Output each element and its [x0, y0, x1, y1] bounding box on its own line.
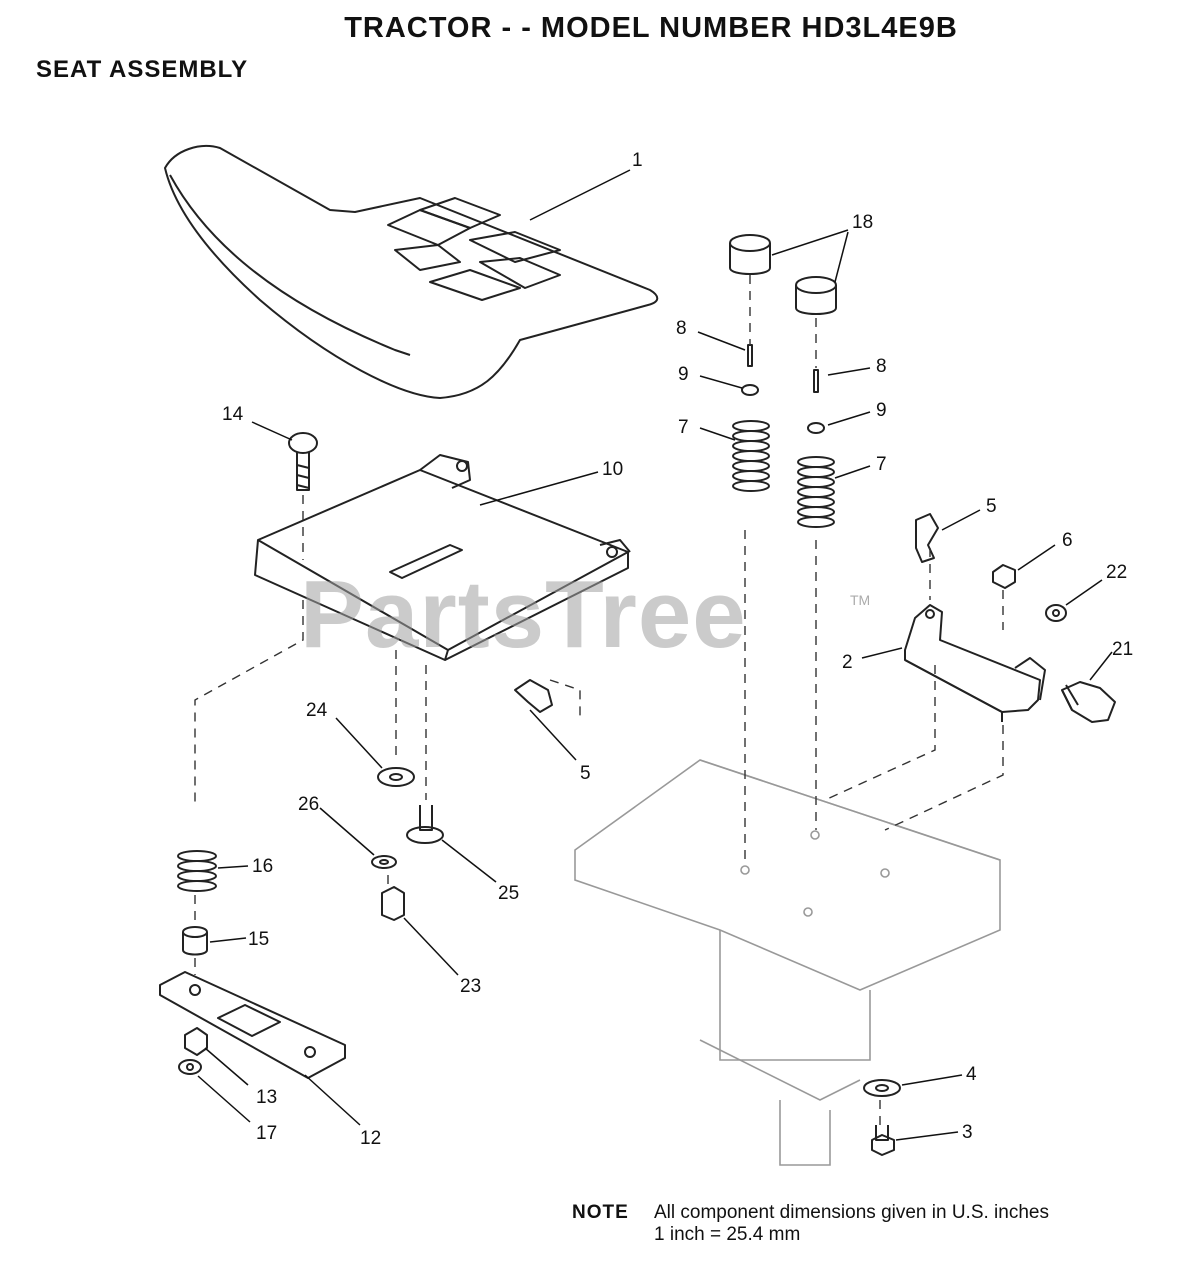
- seat-part: [164, 145, 659, 399]
- dimension-note: NOTE All component dimensions given in U.…: [572, 1202, 1049, 1246]
- seat-pan-part: [254, 454, 631, 661]
- page-title: TRACTOR - - MODEL NUMBER HD3L4E9B: [344, 12, 958, 44]
- callout-26: 26: [298, 794, 319, 815]
- callout-8: 8: [876, 356, 887, 377]
- callout-4: 4: [966, 1064, 977, 1085]
- bracket-2-part: [904, 604, 1046, 722]
- callout-7: 7: [678, 417, 689, 438]
- callout-17: 17: [256, 1123, 277, 1144]
- spacer-18-part: [729, 234, 837, 315]
- callout-7: 7: [876, 454, 887, 475]
- callout-12: 12: [360, 1128, 381, 1149]
- callout-23: 23: [460, 976, 481, 997]
- plate-12-part: [159, 971, 346, 1079]
- spring-16-part: [177, 850, 217, 892]
- callout-25: 25: [498, 883, 519, 904]
- callout-9: 9: [876, 400, 887, 421]
- callout-1: 1: [632, 150, 643, 171]
- bolt-14-part: [288, 432, 318, 491]
- callout-22: 22: [1106, 562, 1127, 583]
- callout-3: 3: [962, 1122, 973, 1143]
- spring-7-left-part: [732, 420, 770, 492]
- callout-10: 10: [602, 459, 623, 480]
- watermark: PartsTree: [300, 561, 747, 668]
- note-line-2: 1 inch = 25.4 mm: [654, 1224, 801, 1245]
- tractor-frame-part: [574, 759, 1001, 1166]
- callout-9: 9: [678, 364, 689, 385]
- callout-24: 24: [306, 700, 328, 721]
- callout-18: 18: [852, 212, 873, 233]
- note-line-1: All component dimensions given in U.S. i…: [654, 1202, 1049, 1223]
- callout-2: 2: [842, 652, 853, 673]
- spring-7-right-part: [797, 456, 835, 528]
- callout-5: 5: [580, 763, 591, 784]
- section-title: SEAT ASSEMBLY: [36, 56, 249, 83]
- callout-13: 13: [256, 1087, 277, 1108]
- callout-21: 21: [1112, 639, 1133, 660]
- callout-5: 5: [986, 496, 997, 517]
- callout-15: 15: [248, 929, 269, 950]
- callout-8: 8: [676, 318, 687, 339]
- callout-14: 14: [222, 404, 244, 425]
- callout-16: 16: [252, 856, 273, 877]
- note-label: NOTE: [572, 1202, 629, 1223]
- watermark-trademark: TM: [850, 592, 871, 608]
- callout-6: 6: [1062, 530, 1073, 551]
